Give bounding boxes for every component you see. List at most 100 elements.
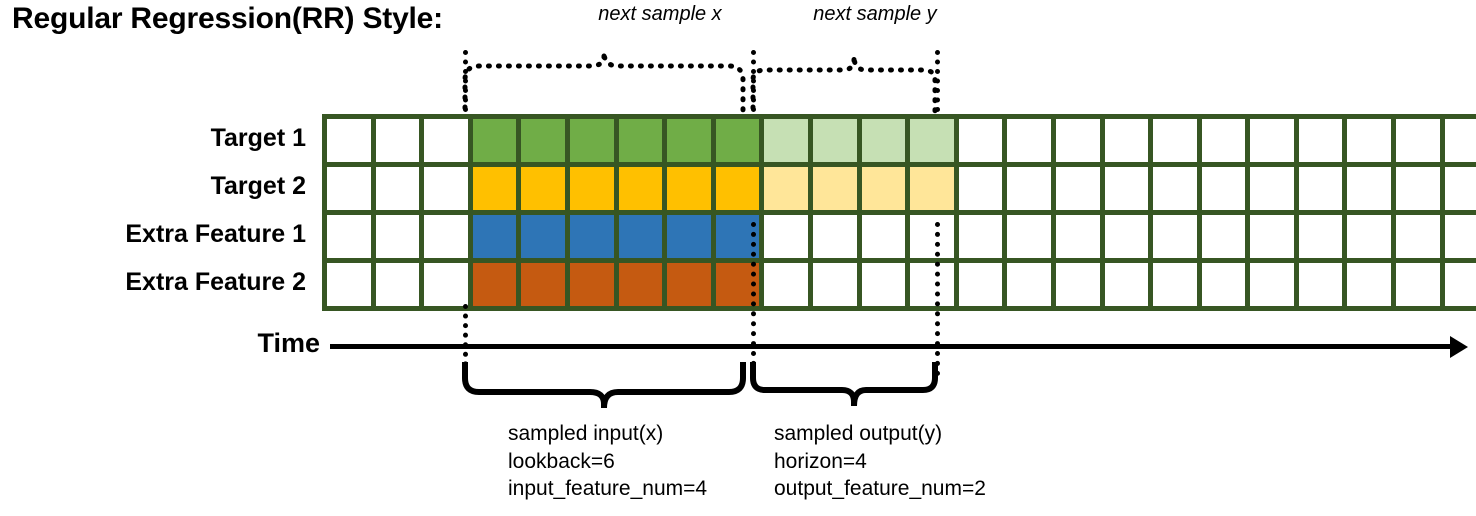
grid-cell [1153,119,1197,162]
grid-cell [667,263,711,306]
grid-cell [1396,263,1440,306]
page-title: Regular Regression(RR) Style: [12,2,443,35]
grid-cell [1250,263,1294,306]
grid-cell [1055,263,1100,306]
grid-cell [569,263,614,306]
grid-cell [375,119,420,162]
grid-cell [1444,215,1476,258]
grid-cell [424,263,468,306]
grid-cell [1153,263,1197,306]
grid-cell [1153,215,1197,258]
grid-cell [910,119,954,162]
guide-line-lookback-end [751,50,756,112]
grid-cell [812,215,857,258]
grid-cell [327,119,371,162]
grid-cell [861,215,906,258]
grid-cell [812,119,857,162]
row-label-target-2: Target 2 [210,172,306,200]
grid-cell [1104,215,1149,258]
grid-cell [764,167,808,210]
guide-line-lookback-start [463,50,468,112]
grid-cell [1007,215,1051,258]
brace-bottom-group [462,362,938,409]
grid-cell [1347,119,1392,162]
grid-cell [812,167,857,210]
grid-cell [1347,167,1392,210]
grid-cell [1007,167,1051,210]
grid-cell [1396,119,1440,162]
grid-cell [618,119,663,162]
grid-cell [958,119,1003,162]
grid-cell [1250,215,1294,258]
grid-cell [1298,167,1343,210]
grid-cell [327,215,371,258]
grid-cell [764,215,808,258]
grid-cell [424,119,468,162]
grid-cell [521,119,565,162]
grid-cell [472,263,517,306]
grid-cell [472,215,517,258]
grid-cell [1250,119,1294,162]
timeline-grid [322,114,1476,311]
grid-cell [327,167,371,210]
time-axis-label: Time [257,328,320,358]
grid-cell [1444,263,1476,306]
grid-cell [1444,167,1476,210]
caption-sampled-input: sampled input(x) lookback=6 input_featur… [508,420,707,503]
grid-cell [1201,215,1246,258]
grid-cell [1104,167,1149,210]
grid-cell [1298,119,1343,162]
grid-cell [715,119,760,162]
caption-output-line-1: sampled output(y) [774,422,943,445]
grid-cell [1153,167,1197,210]
guide-line-lookback-end-lower [751,222,756,376]
grid-cell [1396,215,1440,258]
grid-cell [1055,167,1100,210]
grid-cell [327,263,371,306]
grid-cell [910,263,954,306]
grid-cell [472,167,517,210]
grid-cell [1201,263,1246,306]
grid-cell [618,167,663,210]
grid-cell [958,167,1003,210]
grid-cell [764,119,808,162]
grid-cell [1104,263,1149,306]
caption-input-line-3: input_feature_num=4 [508,477,708,501]
grid-cell [1055,119,1100,162]
caption-input-line-2: lookback=6 [508,449,615,473]
brace-sampled-output [750,362,938,407]
grid-cell [667,119,711,162]
caption-sampled-output: sampled output(y) horizon=4 output_featu… [774,420,986,503]
guide-line-horizon-end-lower [935,222,940,376]
grid-cell [1250,167,1294,210]
grid-cell [764,263,808,306]
time-axis-line [330,344,1458,349]
grid-cell [472,119,517,162]
brace-next-sample-x [462,51,746,120]
grid-cell [910,215,954,258]
grid-cell [1055,215,1100,258]
row-label-target-1: Target 1 [210,124,306,152]
grid-cell [1298,263,1343,306]
grid-cell [861,263,906,306]
guide-line-horizon-end [935,50,940,112]
grid-cell [958,263,1003,306]
grid-cell [569,215,614,258]
grid-cell [375,167,420,210]
caption-output-line-2: horizon=4 [774,449,867,473]
grid-cell [521,215,565,258]
grid-cell [1007,263,1051,306]
caption-output-line-3: output_feature_num=2 [774,477,986,501]
caption-input-line-1: sampled input(x) [508,422,664,445]
grid-cell [861,119,906,162]
grid-cell [618,215,663,258]
grid-cell [1201,119,1246,162]
grid-cell [667,167,711,210]
grid-cell [618,263,663,306]
grid-cell [521,263,565,306]
grid-cell [375,215,420,258]
brace-top-group [462,51,938,120]
grid-cell [861,167,906,210]
grid-cell [521,167,565,210]
